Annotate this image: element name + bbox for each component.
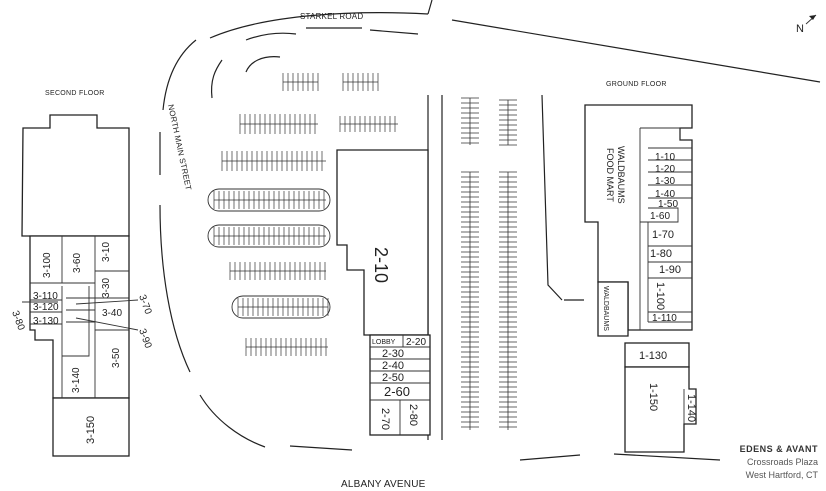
unit-1-110: 1-110 xyxy=(652,313,677,324)
unit-3-130: 3-130 xyxy=(33,316,59,327)
compass: N xyxy=(796,14,817,35)
parking-island xyxy=(207,188,331,212)
parking-row xyxy=(342,73,379,91)
unit-1-150: 1-150 xyxy=(647,383,659,411)
company-name: EDENS & AVANT xyxy=(739,444,818,454)
parking-island xyxy=(207,224,331,248)
parking-row xyxy=(499,99,517,146)
unit-1-90: 1-90 xyxy=(659,264,681,276)
parking-row xyxy=(282,73,319,91)
second-floor-units: 3-10 3-30 3-40 3-50 3-60 3-70 3-80 3-90 … xyxy=(9,242,153,444)
unit-3-40: 3-40 xyxy=(102,308,122,319)
unit-1-40: 1-40 xyxy=(655,189,675,200)
albany-avenue-label: ALBANY AVENUE xyxy=(341,479,426,490)
unit-1-30: 1-30 xyxy=(655,176,675,187)
unit-3-10: 3-10 xyxy=(101,242,112,262)
ground-floor-units: 1-10 1-20 1-30 1-40 1-50 1-60 1-70 1-80 … xyxy=(639,152,697,422)
unit-3-30: 3-30 xyxy=(101,278,112,298)
parking-row xyxy=(239,114,318,134)
lobby-label: LOBBY xyxy=(372,339,396,346)
waldbaums-food-mart-line1: WALDBAUMS xyxy=(616,146,626,204)
brand-block: EDENS & AVANT Crossroads Plaza West Hart… xyxy=(740,443,818,482)
parking-row xyxy=(499,171,517,430)
unit-2-60: 2-60 xyxy=(384,384,410,399)
parking-row xyxy=(213,191,326,209)
unit-2-50: 2-50 xyxy=(382,372,404,384)
north-main-street-label: NORTH MAIN STREET xyxy=(166,104,193,192)
unit-2-20: 2-20 xyxy=(406,337,426,348)
parking-row xyxy=(237,298,329,316)
parking-row xyxy=(339,116,398,132)
unit-3-120: 3-120 xyxy=(33,302,59,313)
north-arrow-icon xyxy=(805,14,817,25)
unit-2-40: 2-40 xyxy=(382,360,404,372)
unit-2-10: 2-10 xyxy=(371,247,391,283)
center-building xyxy=(336,149,431,436)
unit-1-50: 1-50 xyxy=(658,199,678,210)
unit-1-20: 1-20 xyxy=(655,164,675,175)
ground-floor-label: GROUND FLOOR xyxy=(606,81,667,88)
parking-row xyxy=(461,171,479,430)
unit-3-110: 3-110 xyxy=(33,291,58,302)
unit-3-140: 3-140 xyxy=(71,367,82,393)
unit-1-100: 1-100 xyxy=(654,282,666,310)
unit-3-50: 3-50 xyxy=(111,348,122,368)
unit-3-90: 3-90 xyxy=(136,327,153,350)
property-name: Crossroads Plaza xyxy=(746,457,818,467)
unit-1-70: 1-70 xyxy=(652,229,674,241)
unit-2-70: 2-70 xyxy=(379,408,391,430)
parking-island xyxy=(231,295,331,319)
parking-row xyxy=(229,262,326,280)
compass-north-label: N xyxy=(796,23,804,35)
parking-row xyxy=(213,227,326,245)
parking-row xyxy=(461,97,479,145)
second-floor-building xyxy=(21,114,139,457)
center-units: 2-10 LOBBY 2-20 2-30 2-40 2-50 2-60 2-70… xyxy=(371,247,426,430)
tenant-labels: WALDBAUMS FOOD MART WALDBAUMS xyxy=(602,146,626,331)
second-floor-label: SECOND FLOOR xyxy=(45,90,105,97)
unit-1-140: 1-140 xyxy=(685,394,697,422)
parking-lots xyxy=(207,73,517,430)
unit-1-60: 1-60 xyxy=(650,211,670,222)
floor-labels: SECOND FLOOR GROUND FLOOR xyxy=(45,81,667,97)
unit-1-130: 1-130 xyxy=(639,350,667,362)
starkel-road-label: STARKEL ROAD xyxy=(300,12,363,21)
property-location: West Hartford, CT xyxy=(745,470,818,480)
waldbaums-food-mart-line2: FOOD MART xyxy=(605,148,615,202)
unit-3-100: 3-100 xyxy=(42,252,53,278)
unit-3-80: 3-80 xyxy=(9,309,26,332)
street-lines xyxy=(159,0,821,461)
parking-row xyxy=(245,338,328,356)
unit-3-150: 3-150 xyxy=(85,416,97,444)
unit-2-30: 2-30 xyxy=(382,348,404,360)
unit-1-10: 1-10 xyxy=(655,152,675,163)
unit-1-80: 1-80 xyxy=(650,248,672,260)
waldbaums-label: WALDBAUMS xyxy=(602,286,609,331)
parking-row xyxy=(221,151,326,171)
unit-2-80: 2-80 xyxy=(407,404,419,426)
unit-3-60: 3-60 xyxy=(72,253,83,273)
ground-floor-building xyxy=(584,104,697,453)
unit-3-70: 3-70 xyxy=(136,293,153,316)
